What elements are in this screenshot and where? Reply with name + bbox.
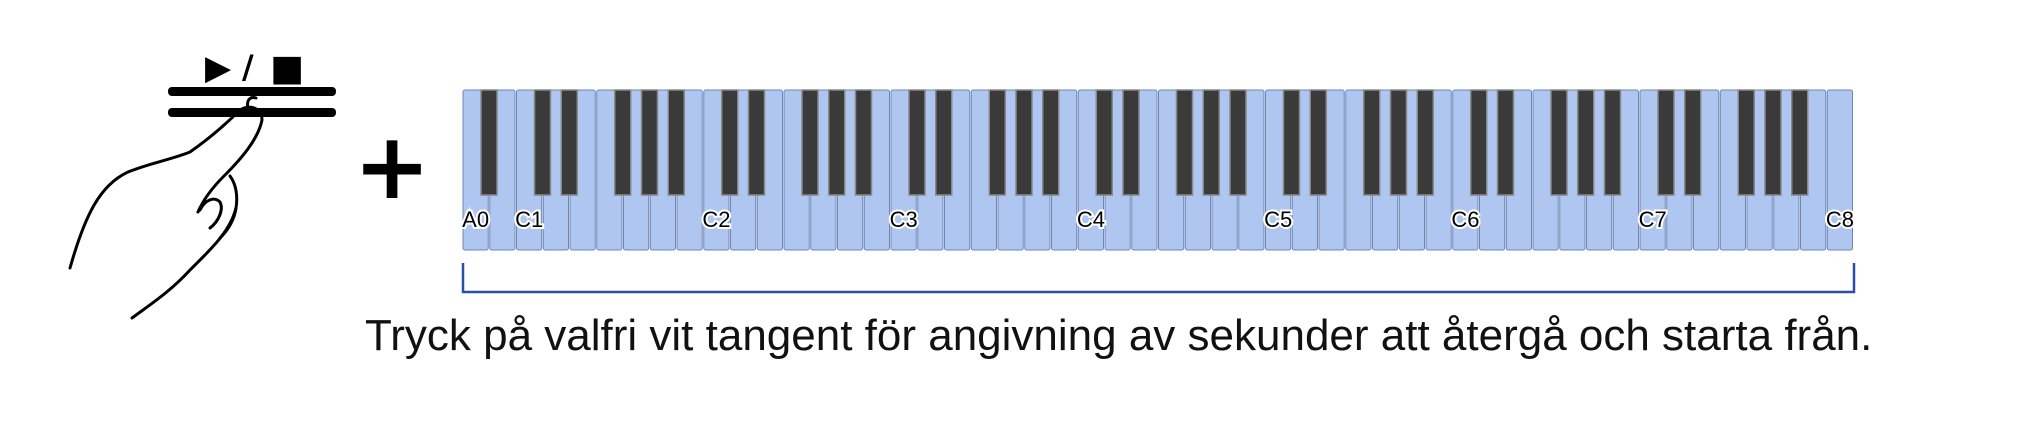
black-key[interactable] (1202, 89, 1220, 196)
octave-label-c8: C8 (1826, 207, 1854, 232)
black-key[interactable] (1042, 89, 1060, 196)
black-key[interactable] (1122, 89, 1140, 196)
black-key[interactable] (1764, 89, 1782, 196)
black-key[interactable] (908, 89, 926, 196)
black-key[interactable] (1657, 89, 1675, 196)
black-key[interactable] (1416, 89, 1434, 196)
play-icon: ▶ (205, 48, 232, 88)
button-top-bar (168, 87, 336, 96)
piano-keyboard[interactable]: A0 C1 C2 C3 C4 C5 C6 C7 C8 (460, 89, 1856, 251)
hand-icon (68, 96, 264, 320)
range-bracket (461, 263, 1856, 294)
black-key[interactable] (801, 89, 819, 196)
black-key[interactable] (988, 89, 1006, 196)
white-key[interactable] (1826, 89, 1853, 251)
black-key[interactable] (747, 89, 766, 196)
black-keys (480, 89, 1809, 196)
black-key[interactable] (1791, 89, 1809, 196)
black-key[interactable] (1015, 89, 1033, 196)
black-key[interactable] (1496, 89, 1515, 196)
octave-label-c1: C1 (515, 207, 543, 232)
black-key[interactable] (1309, 89, 1327, 196)
black-key[interactable] (1550, 89, 1568, 196)
black-key[interactable] (1095, 89, 1113, 196)
play-stop-button[interactable]: ▶ / ■ (168, 48, 336, 117)
black-key[interactable] (480, 89, 498, 196)
black-key[interactable] (1175, 89, 1194, 196)
black-key[interactable] (1282, 89, 1301, 196)
black-key[interactable] (935, 89, 953, 196)
octave-label-c7: C7 (1639, 207, 1667, 232)
octave-label-c3: C3 (890, 207, 918, 232)
octave-label-a0: A0 (462, 207, 489, 232)
caption: Tryck på valfri vit tangent för angivnin… (365, 311, 1872, 360)
black-key[interactable] (721, 89, 739, 196)
octave-label-c6: C6 (1451, 207, 1479, 232)
black-key[interactable] (1229, 89, 1247, 196)
octave-labels: A0 C1 C2 C3 C4 C5 C6 C7 C8 (460, 205, 1856, 234)
black-key[interactable] (1577, 89, 1595, 196)
black-key[interactable] (560, 89, 578, 196)
black-key[interactable] (667, 89, 685, 196)
black-key[interactable] (854, 89, 873, 196)
octave-label-c2: C2 (702, 207, 730, 232)
octave-label-c4: C4 (1077, 207, 1105, 232)
black-key[interactable] (1470, 89, 1488, 196)
black-key[interactable] (640, 89, 659, 196)
black-key[interactable] (1603, 89, 1622, 196)
black-key[interactable] (1737, 89, 1755, 196)
black-key[interactable] (614, 89, 632, 196)
stop-icon: ■ (270, 48, 304, 89)
black-key[interactable] (1389, 89, 1408, 196)
black-key[interactable] (533, 89, 552, 196)
octave-label-c5: C5 (1264, 207, 1292, 232)
black-key[interactable] (828, 89, 846, 196)
black-key[interactable] (1684, 89, 1702, 196)
plus-symbol: + (353, 113, 430, 220)
slash-symbol: / (242, 48, 254, 86)
black-key[interactable] (1363, 89, 1381, 196)
button-bottom-bar (168, 108, 336, 117)
